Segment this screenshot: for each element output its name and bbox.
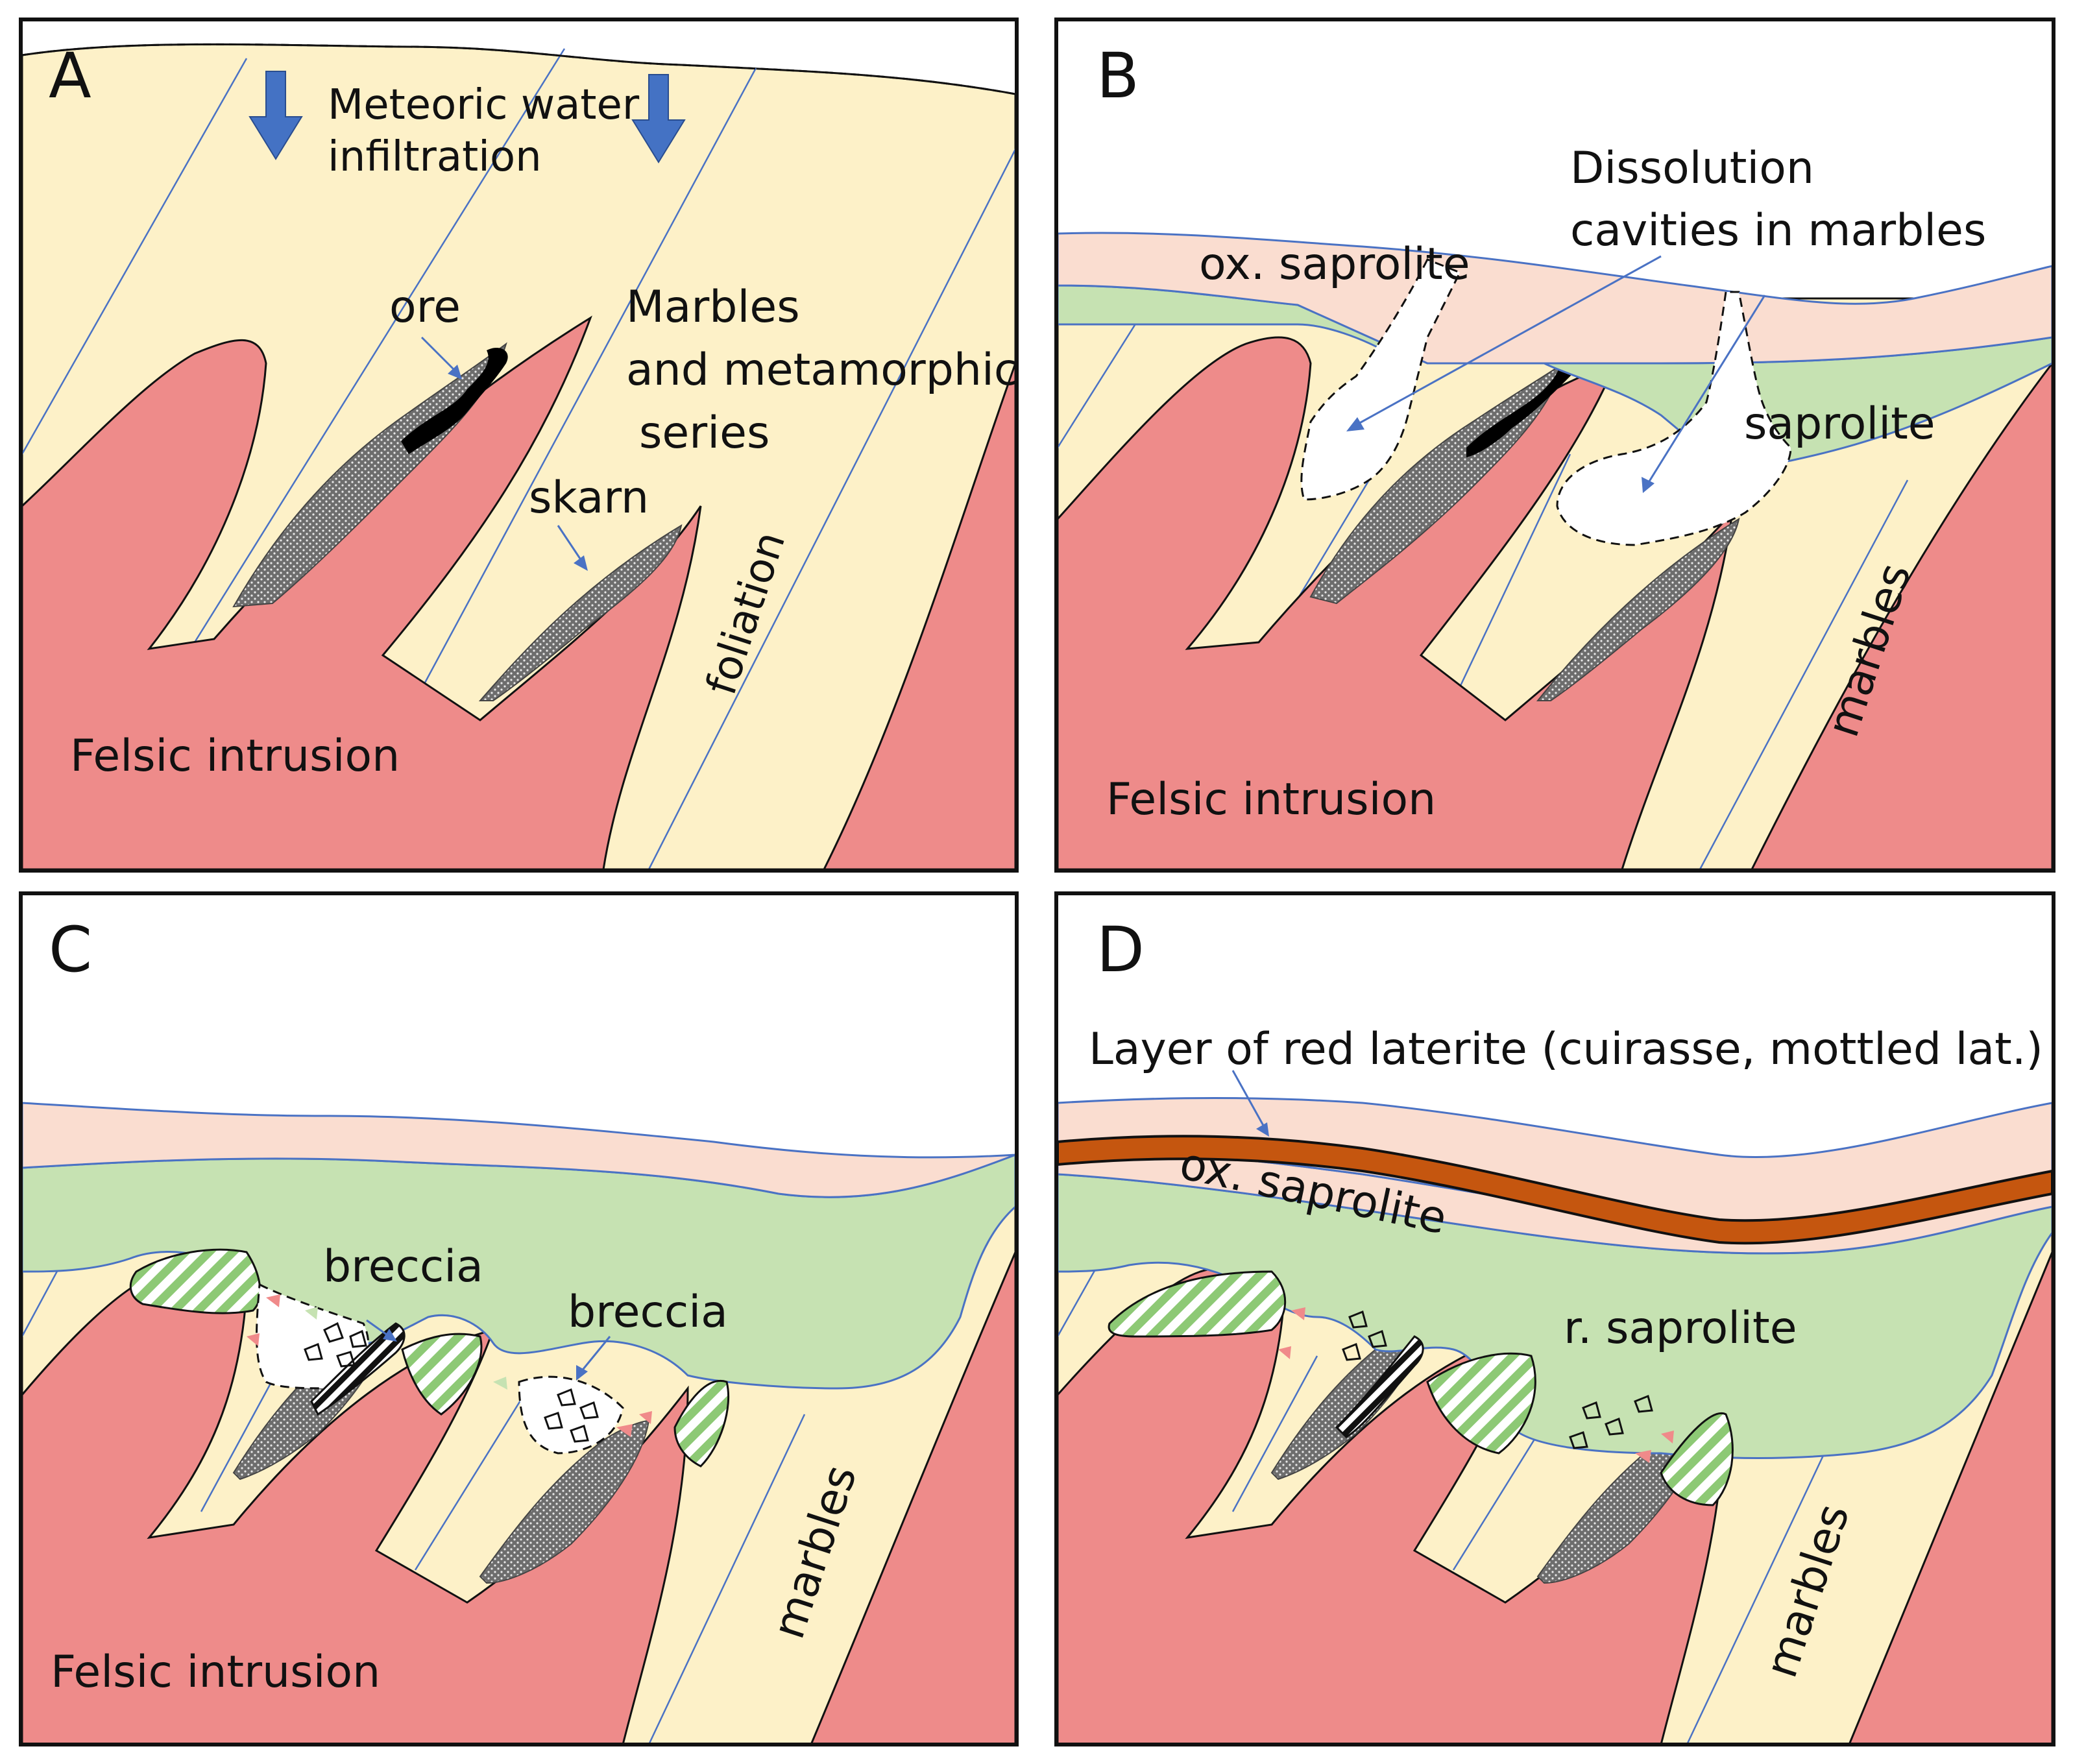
panel-a-water-arrow-1 bbox=[249, 71, 303, 160]
panel-c-skarn-2 bbox=[479, 1420, 650, 1584]
panel-a-foliation bbox=[21, 48, 1017, 870]
panel-d-r-saprolite-label: r. saprolite bbox=[1564, 1303, 1797, 1354]
panel-c-hatched-relict-3 bbox=[673, 1380, 730, 1468]
panel-b-frame bbox=[1054, 18, 2055, 873]
panel-b-ore bbox=[1466, 355, 1576, 457]
panel-c-breccia-label-2: breccia bbox=[568, 1287, 728, 1338]
panel-b-cavity-arrow-1 bbox=[1355, 255, 1662, 426]
panel-a-surface bbox=[21, 43, 1016, 95]
panel-b-cavity-1 bbox=[1300, 258, 1462, 501]
panel-a-meteoric-label-1: Meteoric water bbox=[328, 81, 640, 129]
panel-a-marbles-label-1: Marbles bbox=[626, 282, 800, 333]
panel-a-ore-arrow bbox=[420, 336, 459, 374]
panel-c-breccia-arrow-2 bbox=[579, 1336, 611, 1373]
panel-c-breccia-label-1: breccia bbox=[323, 1241, 483, 1292]
panel-c-breccia-arrow-1 bbox=[366, 1319, 390, 1338]
panel-c-clasts bbox=[247, 1294, 652, 1443]
panel-d-laterite-arrow bbox=[1231, 1070, 1267, 1130]
panel-b-cavity-arrow-2 bbox=[1647, 295, 1766, 484]
panel-c-letter: C bbox=[49, 913, 92, 986]
panel-a: A Meteoric water infiltration ore Marble… bbox=[19, 18, 1019, 873]
panel-c-hatched-relict-2 bbox=[401, 1333, 483, 1416]
panel-c-breccia-arrow-2-head bbox=[576, 1365, 588, 1381]
panel-d-hatched-relict-1 bbox=[1108, 1270, 1287, 1338]
panel-d-vein bbox=[1335, 1335, 1424, 1438]
panel-d-hatched-relict-2 bbox=[1426, 1352, 1536, 1455]
panel-d: D Layer of red laterite (cuirasse, mottl… bbox=[1054, 891, 2055, 1746]
panel-a-meteoric-label-2: infiltration bbox=[328, 133, 542, 181]
panel-a-skarn-1 bbox=[232, 342, 507, 608]
panel-a-skarn-2 bbox=[478, 524, 683, 701]
panel-d-laterite-label: Layer of red laterite (cuirasse, mottled… bbox=[1089, 1024, 2043, 1075]
panel-b-skarn-2 bbox=[1536, 517, 1740, 701]
panel-a-frame bbox=[19, 18, 1019, 873]
panel-b-saprolite-label: saprolite bbox=[1744, 398, 1935, 450]
panel-b: B Dissolution cavities in marbles ox. sa… bbox=[1054, 18, 2055, 873]
panel-d-clasts bbox=[1278, 1307, 1674, 1463]
panel-b-ox-saprolite-label: ox. saprolite bbox=[1199, 239, 1470, 290]
panel-d-frame bbox=[1054, 891, 2055, 1746]
panel-b-cavity-2 bbox=[1556, 291, 1792, 546]
panel-b-letter: B bbox=[1097, 40, 1139, 112]
panel-a-marbles-label-3: series bbox=[639, 407, 770, 459]
panel-a-ore-label: ore bbox=[389, 282, 461, 333]
panel-d-laterite-arrow-head bbox=[1256, 1122, 1269, 1137]
panel-b-felsic-label: Felsic intrusion bbox=[1106, 774, 1436, 825]
panel-c: C breccia breccia marbles Felsic intrusi… bbox=[19, 891, 1019, 1746]
panel-c-breccia-arrow-1-head bbox=[383, 1329, 397, 1342]
panel-a-skarn-label: skarn bbox=[529, 472, 649, 524]
panel-b-dissolution-label-1: Dissolution bbox=[1570, 143, 1814, 194]
panel-b-cavity-arrow-1-head bbox=[1346, 417, 1364, 431]
panel-b-dissolution-label-2: cavities in marbles bbox=[1570, 205, 1986, 256]
panel-c-cavity-2 bbox=[518, 1375, 624, 1455]
panel-d-letter: D bbox=[1097, 913, 1145, 986]
panel-a-ore bbox=[401, 348, 508, 454]
panel-a-marbles-label-2: and metamorphic bbox=[626, 344, 1018, 396]
panel-a-felsic-label: Felsic intrusion bbox=[70, 731, 400, 782]
panel-a-water-arrow-2 bbox=[631, 74, 686, 163]
panel-c-felsic-label: Felsic intrusion bbox=[51, 1647, 380, 1698]
panel-b-felsic-intrusion bbox=[1056, 336, 2054, 871]
panel-a-letter: A bbox=[49, 40, 91, 112]
panel-a-skarn-arrow-head bbox=[574, 555, 588, 571]
panel-c-frame bbox=[19, 891, 1019, 1746]
panel-b-ox-saprolite bbox=[1056, 232, 2054, 365]
panel-a-skarn-arrow bbox=[557, 525, 585, 565]
panel-b-cavity-arrow-2-head bbox=[1642, 477, 1655, 493]
panel-a-ore-arrow-head bbox=[448, 365, 462, 380]
panel-c-hatched-relict-1 bbox=[129, 1248, 261, 1314]
panel-d-hatched-relict-3 bbox=[1660, 1412, 1734, 1506]
